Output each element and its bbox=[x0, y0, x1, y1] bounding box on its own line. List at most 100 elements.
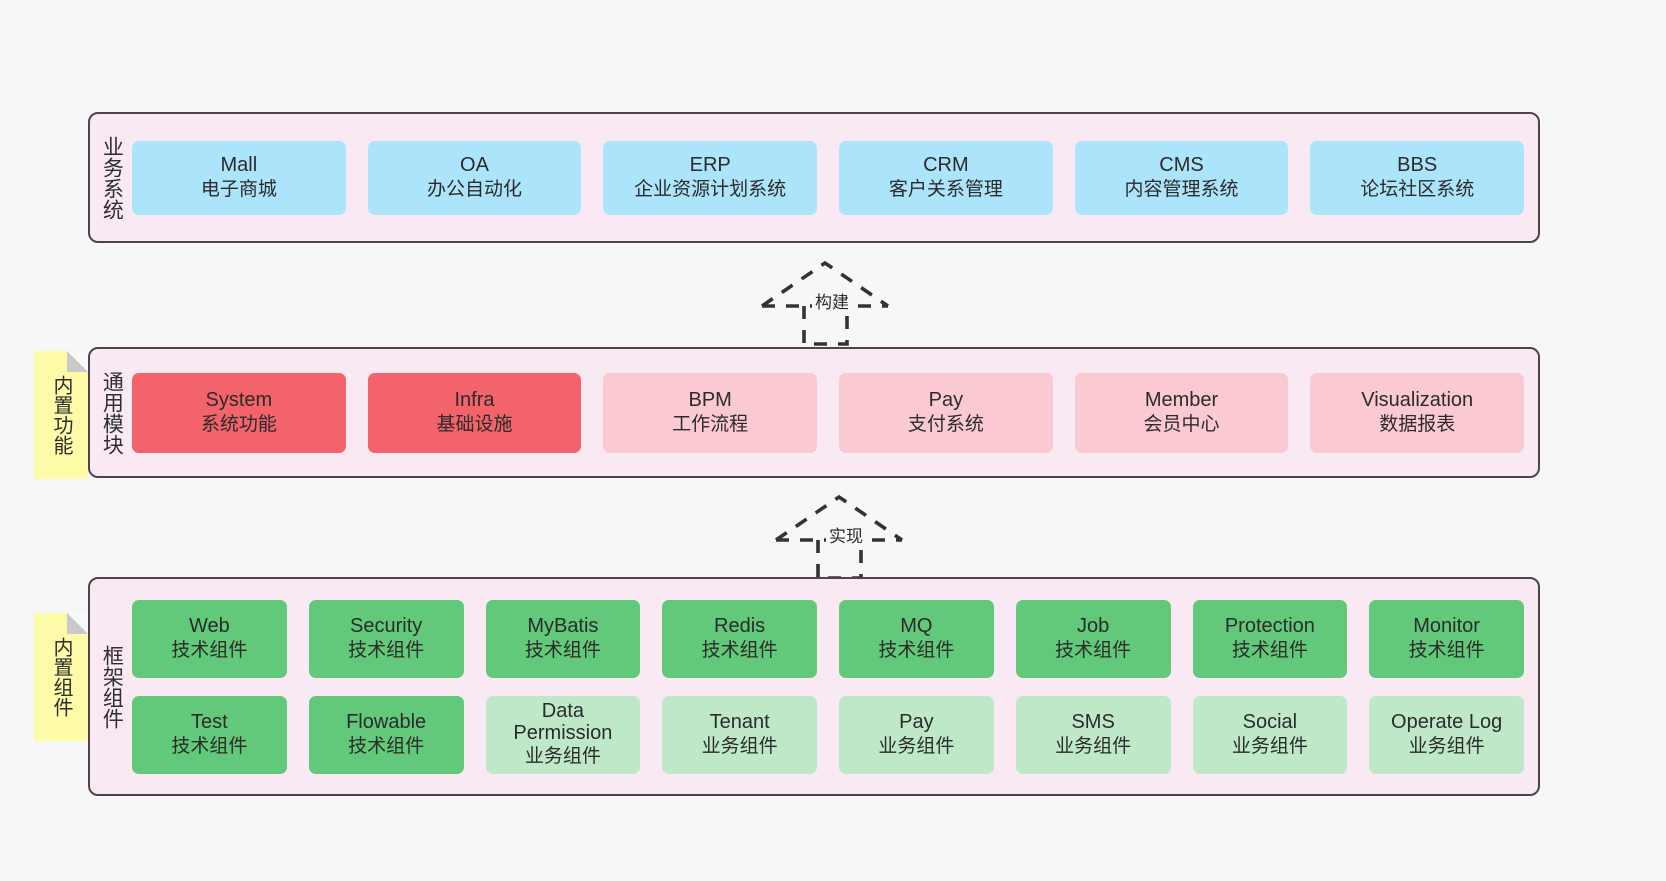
sticky-note-builtin-components: 内置组件 bbox=[34, 613, 88, 741]
card-system[interactable]: System 系统功能 bbox=[132, 372, 346, 453]
card-redis-title: Redis bbox=[714, 614, 766, 637]
connector-build-arrow-icon bbox=[760, 260, 890, 346]
card-cms-title: CMS bbox=[1159, 153, 1204, 176]
card-job-title: Job bbox=[1077, 614, 1110, 637]
card-security-subtitle: 技术组件 bbox=[348, 640, 425, 662]
layer-framework-components-title: 框架组件 bbox=[100, 644, 124, 729]
card-visualization-subtitle: 数据报表 bbox=[1379, 414, 1456, 436]
card-web-title: Web bbox=[188, 614, 230, 637]
card-protection-subtitle: 技术组件 bbox=[1231, 640, 1308, 662]
card-sms[interactable]: SMS 业务组件 bbox=[1015, 695, 1171, 774]
card-protection-title: Protection bbox=[1224, 614, 1315, 637]
card-infra-title: Infra bbox=[454, 388, 495, 411]
card-bpm-subtitle: 工作流程 bbox=[672, 414, 749, 436]
card-data-permission-subtitle: 业务组件 bbox=[524, 746, 601, 768]
card-web[interactable]: Web 技术组件 bbox=[132, 599, 287, 678]
card-pay-module-subtitle: 支付系统 bbox=[907, 414, 984, 436]
card-mall[interactable]: Mall 电子商城 bbox=[132, 140, 346, 215]
common-modules-row: System 系统功能 Infra 基础设施 BPM 工作流程 Pay 支付系统… bbox=[132, 372, 1525, 453]
card-system-subtitle: 系统功能 bbox=[200, 414, 277, 436]
card-oa-subtitle: 办公自动化 bbox=[427, 179, 523, 201]
layer-business-systems-title: 业务系统 bbox=[100, 135, 124, 220]
layer-business-systems-body: Mall 电子商城 OA 办公自动化 ERP 企业资源计划系统 CRM 客户关系… bbox=[132, 114, 1538, 241]
card-tenant-title: Tenant bbox=[709, 710, 770, 733]
card-infra-subtitle: 基础设施 bbox=[436, 414, 513, 436]
card-sms-title: SMS bbox=[1071, 710, 1115, 733]
card-mq-title: MQ bbox=[900, 614, 933, 637]
card-mall-title: Mall bbox=[220, 153, 258, 176]
card-test-subtitle: 技术组件 bbox=[171, 736, 248, 758]
card-social[interactable]: Social 业务组件 bbox=[1192, 695, 1348, 774]
card-flowable-title: Flowable bbox=[346, 710, 427, 733]
card-pay-component-subtitle: 业务组件 bbox=[878, 736, 955, 758]
card-oa[interactable]: OA 办公自动化 bbox=[367, 140, 582, 215]
card-operate-log-title: Operate Log bbox=[1391, 710, 1503, 733]
card-cms[interactable]: CMS 内容管理系统 bbox=[1074, 140, 1289, 215]
layer-common-modules: 通用模块 System 系统功能 Infra 基础设施 BPM 工作流程 Pay… bbox=[88, 347, 1540, 478]
card-mybatis-subtitle: 技术组件 bbox=[524, 640, 601, 662]
card-bbs-subtitle: 论坛社区系统 bbox=[1360, 179, 1475, 201]
card-flowable-subtitle: 技术组件 bbox=[348, 736, 425, 758]
card-mybatis[interactable]: MyBatis 技术组件 bbox=[485, 599, 641, 678]
layer-framework-components-body: Web 技术组件 Security 技术组件 MyBatis 技术组件 Redi… bbox=[132, 579, 1538, 794]
card-sms-subtitle: 业务组件 bbox=[1055, 736, 1132, 758]
card-social-subtitle: 业务组件 bbox=[1231, 736, 1308, 758]
card-data-permission[interactable]: Data Permission 业务组件 bbox=[485, 695, 641, 774]
card-erp-subtitle: 企业资源计划系统 bbox=[634, 179, 787, 201]
card-crm-subtitle: 客户关系管理 bbox=[888, 179, 1003, 201]
card-redis-subtitle: 技术组件 bbox=[701, 640, 778, 662]
card-security[interactable]: Security 技术组件 bbox=[308, 599, 464, 678]
card-monitor-title: Monitor bbox=[1413, 614, 1480, 637]
card-visualization-title: Visualization bbox=[1361, 388, 1474, 411]
card-pay-component[interactable]: Pay 业务组件 bbox=[839, 695, 994, 774]
sticky-note-builtin-features: 内置功能 bbox=[34, 351, 88, 479]
card-system-title: System bbox=[205, 388, 273, 411]
layer-business-systems: 业务系统 Mall 电子商城 OA 办公自动化 ERP 企业资源计划系统 CRM… bbox=[88, 112, 1540, 243]
card-monitor[interactable]: Monitor 技术组件 bbox=[1369, 599, 1524, 678]
connector-build-label: 构建 bbox=[812, 288, 852, 313]
card-operate-log[interactable]: Operate Log 业务组件 bbox=[1369, 695, 1524, 774]
card-bbs[interactable]: BBS 论坛社区系统 bbox=[1310, 140, 1525, 215]
layer-common-modules-title: 通用模块 bbox=[100, 370, 124, 455]
connector-implement: 实现 bbox=[766, 492, 926, 580]
card-mybatis-title: MyBatis bbox=[527, 614, 599, 637]
connector-implement-label: 实现 bbox=[826, 522, 866, 547]
card-mq-subtitle: 技术组件 bbox=[878, 640, 955, 662]
business-systems-row: Mall 电子商城 OA 办公自动化 ERP 企业资源计划系统 CRM 客户关系… bbox=[132, 140, 1525, 215]
biz-components-row: Test 技术组件 Flowable 技术组件 Data Permission … bbox=[132, 695, 1524, 774]
card-monitor-subtitle: 技术组件 bbox=[1408, 640, 1485, 662]
card-pay-module[interactable]: Pay 支付系统 bbox=[839, 372, 1053, 453]
card-oa-title: OA bbox=[460, 153, 489, 176]
card-cms-subtitle: 内容管理系统 bbox=[1124, 179, 1239, 201]
card-bpm[interactable]: BPM 工作流程 bbox=[603, 372, 818, 453]
card-infra[interactable]: Infra 基础设施 bbox=[367, 372, 582, 453]
card-flowable[interactable]: Flowable 技术组件 bbox=[308, 695, 464, 774]
layer-common-modules-body: System 系统功能 Infra 基础设施 BPM 工作流程 Pay 支付系统… bbox=[132, 349, 1538, 476]
card-member[interactable]: Member 会员中心 bbox=[1074, 372, 1289, 453]
card-web-subtitle: 技术组件 bbox=[171, 640, 248, 662]
card-erp[interactable]: ERP 企业资源计划系统 bbox=[603, 140, 818, 215]
card-job-subtitle: 技术组件 bbox=[1055, 640, 1132, 662]
card-visualization[interactable]: Visualization 数据报表 bbox=[1310, 372, 1525, 453]
card-redis[interactable]: Redis 技术组件 bbox=[662, 599, 817, 678]
sticky-note-builtin-features-label: 内置功能 bbox=[50, 375, 72, 455]
card-mall-subtitle: 电子商城 bbox=[200, 179, 277, 201]
card-data-permission-title: Data Permission bbox=[513, 699, 613, 745]
card-pay-component-title: Pay bbox=[899, 710, 934, 733]
card-bpm-title: BPM bbox=[688, 388, 732, 411]
card-protection[interactable]: Protection 技术组件 bbox=[1192, 599, 1348, 678]
card-bbs-title: BBS bbox=[1397, 153, 1438, 176]
layer-framework-components: 框架组件 Web 技术组件 Security 技术组件 MyBatis 技术组件… bbox=[88, 577, 1540, 796]
card-social-title: Social bbox=[1242, 710, 1298, 733]
card-test-title: Test bbox=[191, 710, 228, 733]
connector-build: 构建 bbox=[752, 258, 912, 346]
card-mq[interactable]: MQ 技术组件 bbox=[839, 599, 994, 678]
card-test[interactable]: Test 技术组件 bbox=[132, 695, 287, 774]
card-erp-title: ERP bbox=[689, 153, 731, 176]
tech-components-row: Web 技术组件 Security 技术组件 MyBatis 技术组件 Redi… bbox=[132, 599, 1524, 678]
card-security-title: Security bbox=[350, 614, 423, 637]
card-crm[interactable]: CRM 客户关系管理 bbox=[839, 140, 1053, 215]
card-tenant[interactable]: Tenant 业务组件 bbox=[662, 695, 817, 774]
card-job[interactable]: Job 技术组件 bbox=[1015, 599, 1171, 678]
